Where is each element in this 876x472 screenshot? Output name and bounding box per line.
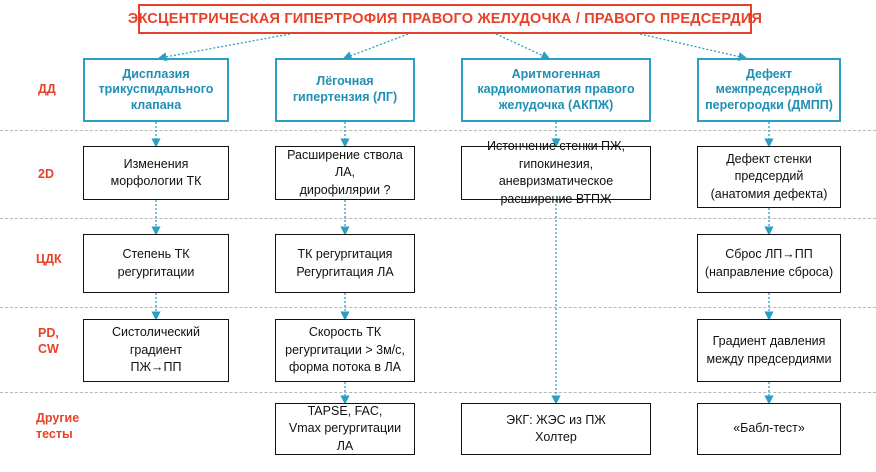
arrow-title-to-col4 (639, 33, 748, 61)
category-asd: Дефект межпредсердной перегородки (ДМПП) (697, 58, 841, 122)
arrow-title-to-col3 (495, 33, 551, 60)
row-label-2d: 2D (38, 167, 54, 181)
row-separator (0, 130, 876, 131)
cell-asd-cdk: Сброс ЛП→ПП (направление сброса) (697, 234, 841, 293)
row-label-pd-cw: PD, CW (38, 326, 59, 356)
row-separator (0, 307, 876, 308)
cell-asd-other: «Бабл-тест» (697, 403, 841, 455)
cell-tricuspid-2d: Изменения морфологии ТК (83, 146, 229, 200)
category-arvc: Аритмогенная кардиомиопатия правого желу… (461, 58, 651, 122)
row-label-cdk: ЦДК (36, 252, 62, 266)
diagram-title: ЭКСЦЕНТРИЧЕСКАЯ ГИПЕРТРОФИЯ ПРАВОГО ЖЕЛУ… (128, 4, 762, 34)
row-separator (0, 392, 876, 393)
row-separator (0, 218, 876, 219)
cell-asd-2d: Дефект стенки предсердий (анатомия дефек… (697, 146, 841, 208)
cell-ph-pdcw: Скорость ТК регургитации > 3м/с, форма п… (275, 319, 415, 382)
arrow-title-to-col2 (342, 33, 409, 60)
cell-ph-other: TAPSE, FAC, Vmax регургитации ЛА (275, 403, 415, 455)
row-label-other-tests: Другие тесты (36, 411, 80, 441)
category-pulmonary-hypertension: Лёгочная гипертензия (ЛГ) (275, 58, 415, 122)
row-label-dd: ДД (38, 82, 56, 96)
cell-arvc-other: ЭКГ: ЖЭС из ПЖ Холтер (461, 403, 651, 455)
cell-tricuspid-pdcw: Систолический градиент ПЖ→ПП (83, 319, 229, 382)
cell-tricuspid-cdk: Степень ТК регургитации (83, 234, 229, 293)
cell-ph-2d: Расширение ствола ЛА, дирофилярии ? (275, 146, 415, 200)
cell-asd-pdcw: Градиент давления между предсердиями (697, 319, 841, 382)
cell-arvc-2d: Истончение стенки ПЖ, гипокинезия, аневр… (461, 139, 651, 206)
arrow-title-to-col1 (157, 33, 291, 62)
cell-ph-cdk: ТК регургитация Регургитация ЛА (275, 234, 415, 293)
category-tricuspid-dysplasia: Дисплазия трикуспидального клапана (83, 58, 229, 122)
